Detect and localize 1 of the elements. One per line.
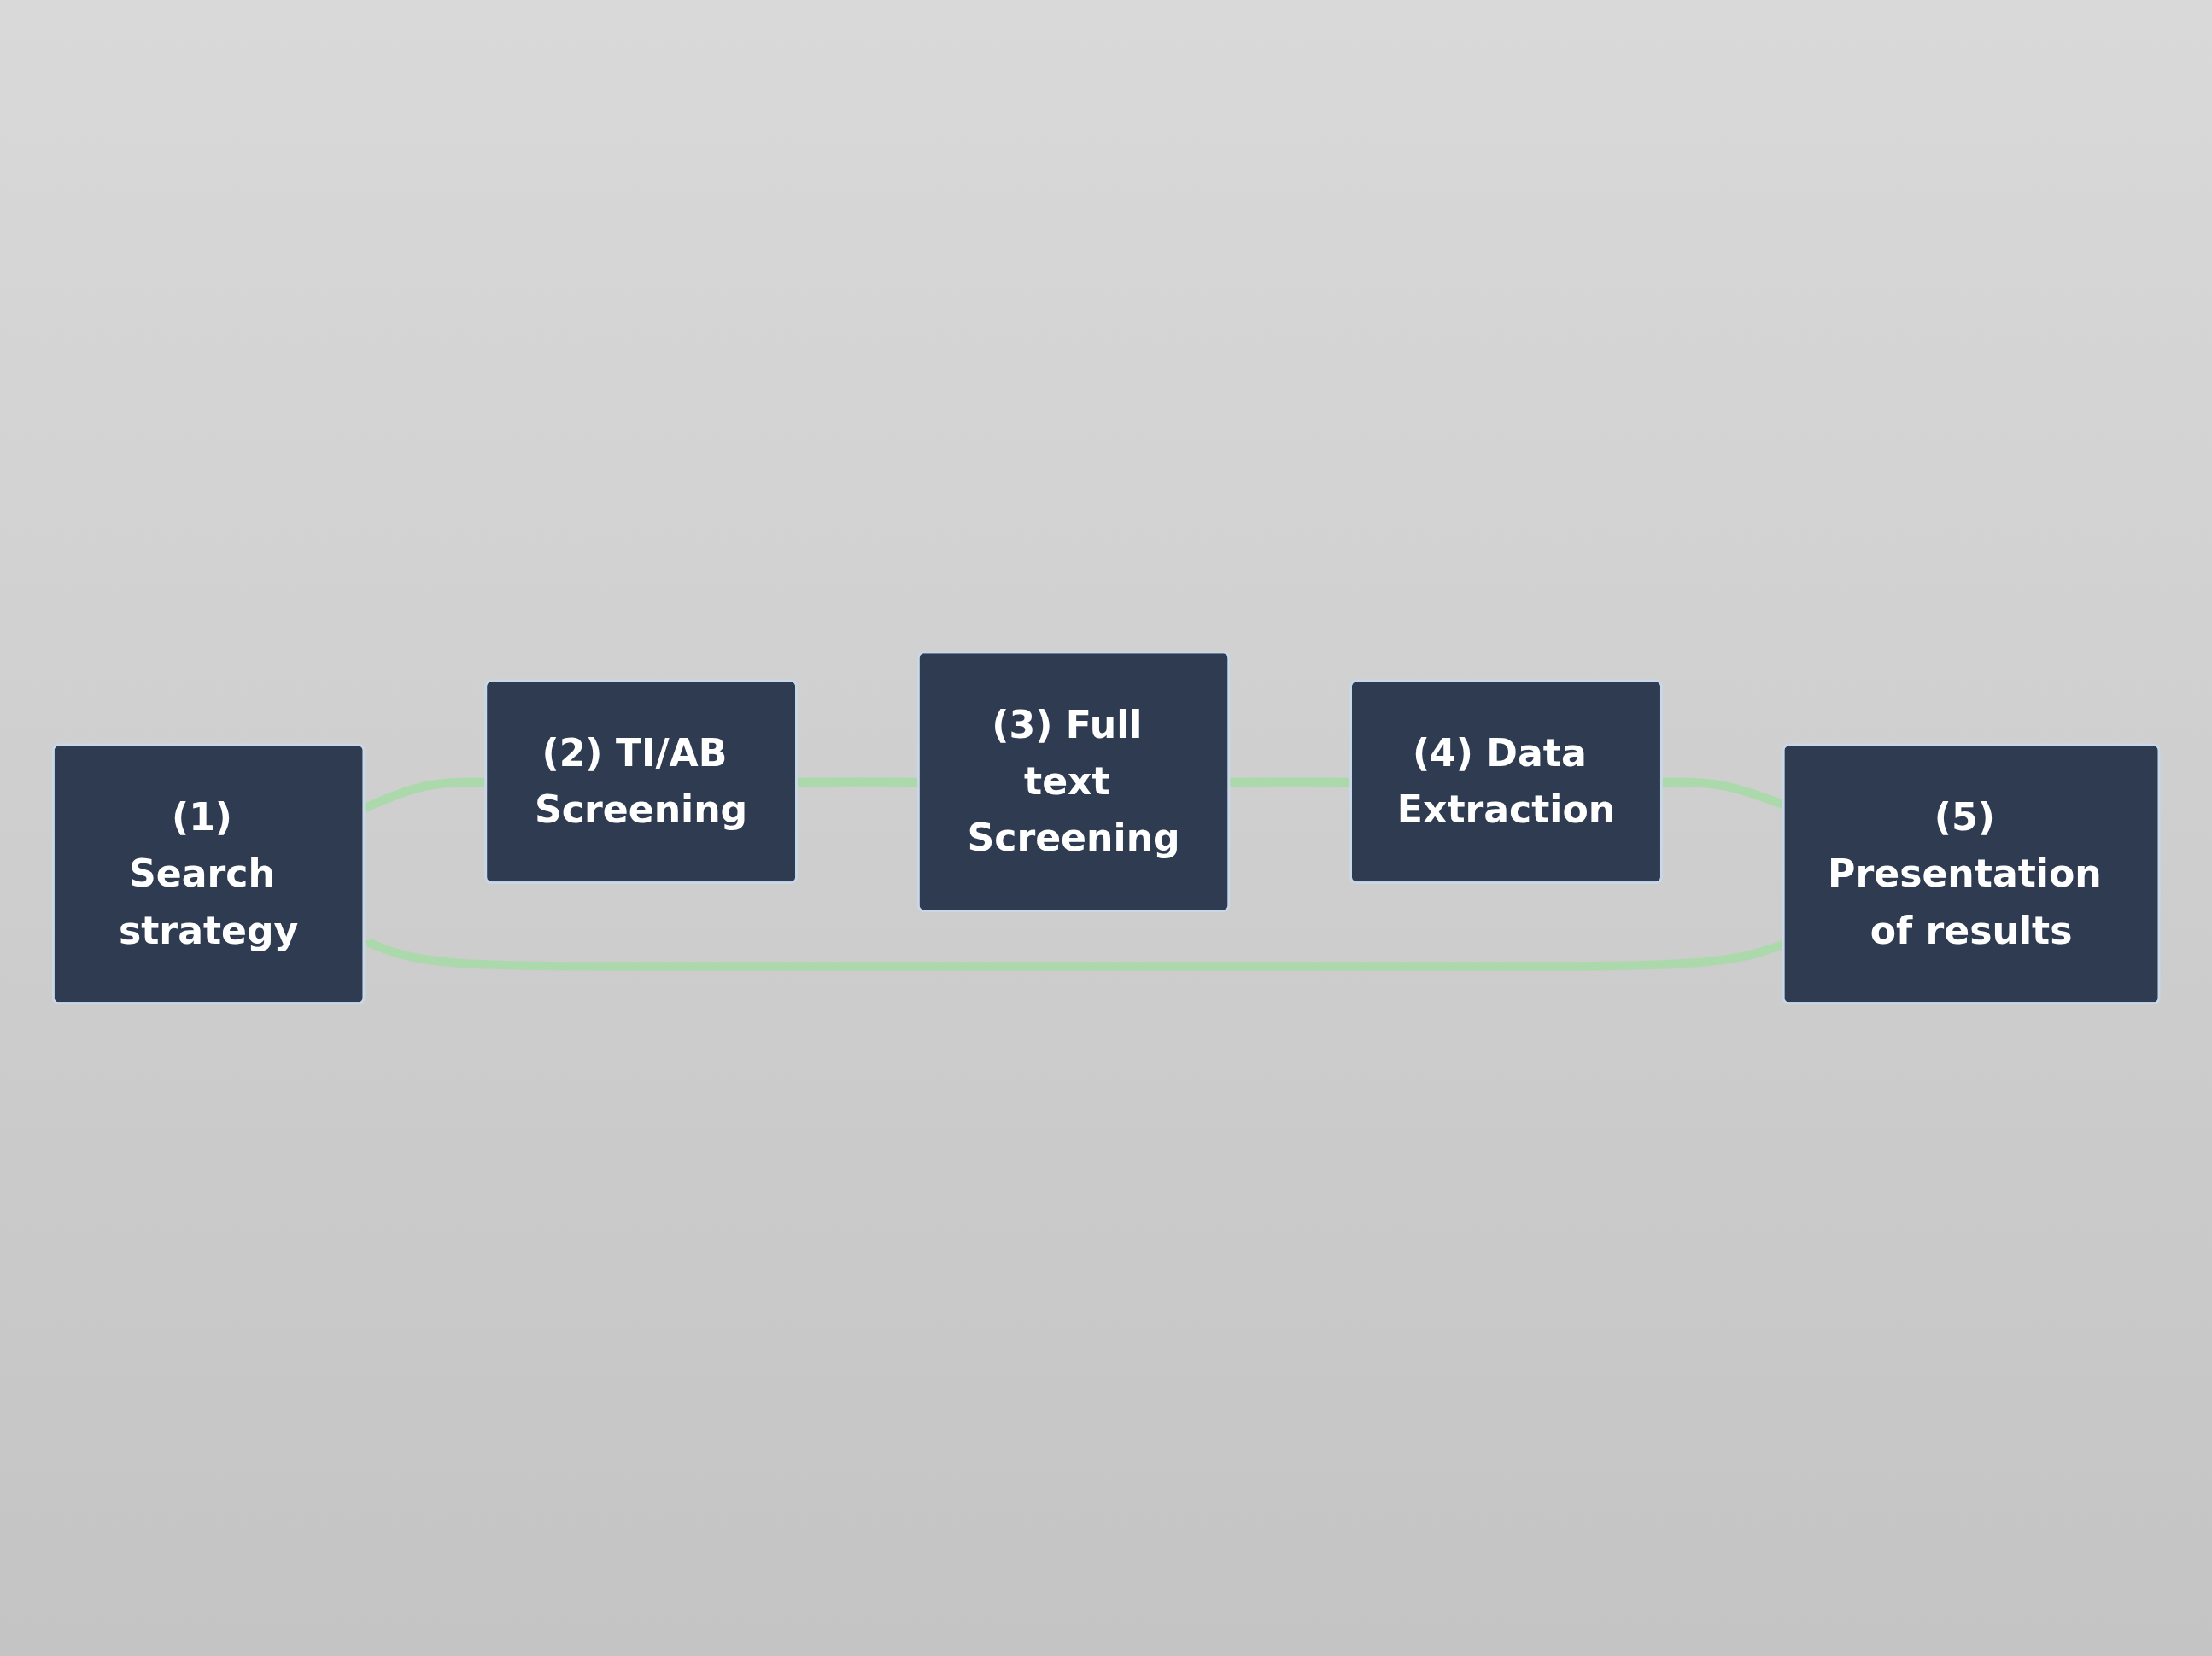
connector: [796, 777, 919, 787]
